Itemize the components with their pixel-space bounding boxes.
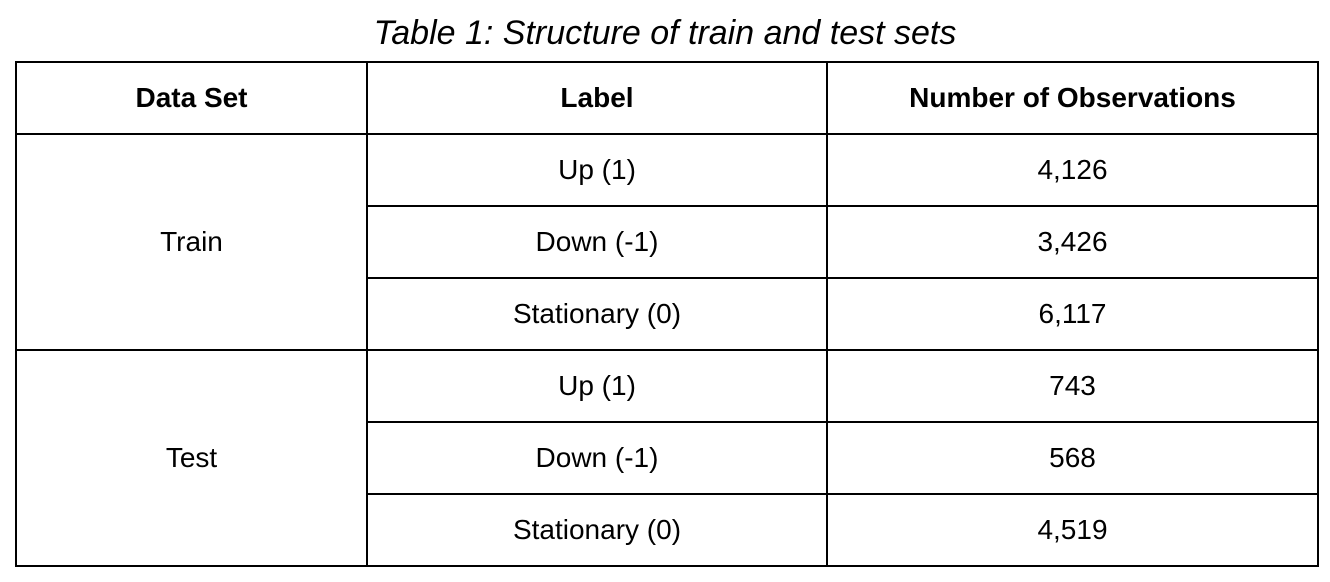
count-cell: 568 <box>826 421 1319 495</box>
table-row: Down (-1) 568 <box>16 421 1319 495</box>
table-row: Down (-1) 3,426 <box>16 205 1319 279</box>
table-caption: Table 1: Structure of train and test set… <box>373 14 957 52</box>
label-cell: Stationary (0) <box>366 277 828 351</box>
header-number-of-observations: Number of Observations <box>826 61 1319 135</box>
label-cell: Down (-1) <box>366 205 828 279</box>
table-row: Test Up (1) 743 <box>15 349 1319 567</box>
table-row: Train Up (1) 4,126 <box>15 133 1319 351</box>
label-cell: Up (1) <box>366 349 828 423</box>
label-cell: Stationary (0) <box>366 493 828 567</box>
data-set-cell-test: Test <box>15 349 368 567</box>
count-cell: 743 <box>826 349 1319 423</box>
header-data-set: Data Set <box>15 61 368 135</box>
label-cell: Down (-1) <box>366 421 828 495</box>
table-row: Stationary (0) 4,519 <box>16 493 1319 567</box>
count-cell: 4,126 <box>826 133 1319 207</box>
count-cell: 3,426 <box>826 205 1319 279</box>
label-cell: Up (1) <box>366 133 828 207</box>
observations-table: Data Set Label Number of Observations Tr… <box>15 61 1319 567</box>
data-set-cell-train: Train <box>15 133 368 351</box>
count-cell: 6,117 <box>826 277 1319 351</box>
table-header-row: Data Set Label Number of Observations <box>15 61 1319 135</box>
count-cell: 4,519 <box>826 493 1319 567</box>
header-label: Label <box>366 61 828 135</box>
table-row: Stationary (0) 6,117 <box>16 277 1319 351</box>
